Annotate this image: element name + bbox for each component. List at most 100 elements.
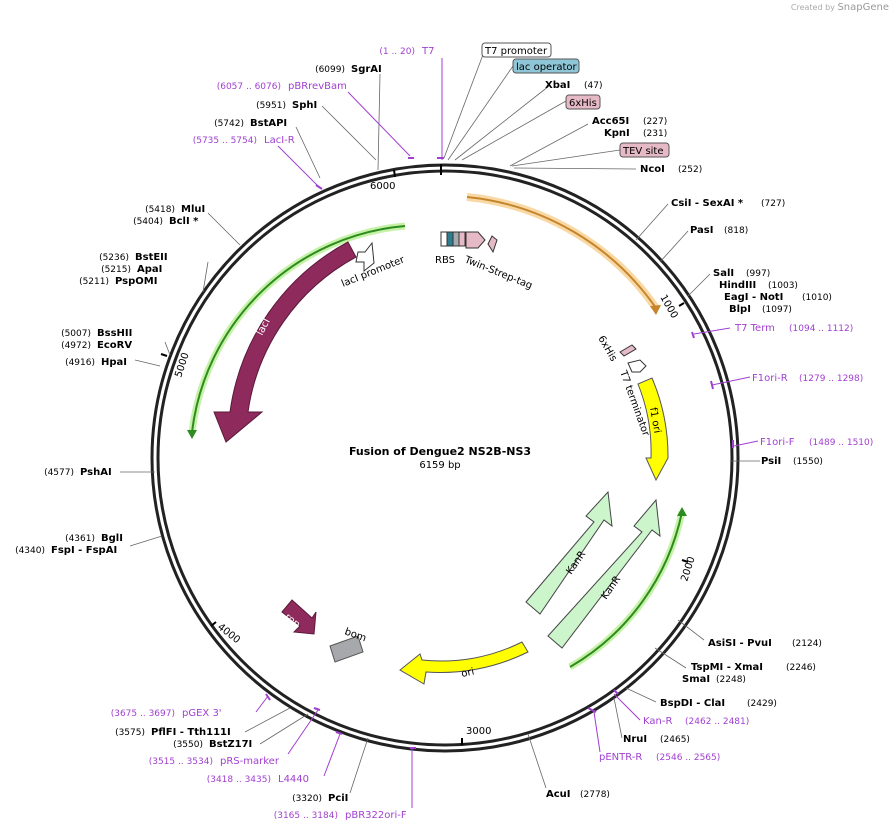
enzyme-pos-bsteii: (5236) <box>99 253 129 263</box>
rbs-mark <box>452 231 460 247</box>
enzyme-pos-sgrai: (6099) <box>315 65 345 75</box>
enzyme-leaders <box>120 51 760 794</box>
primer-l4440: L4440 <box>278 774 309 785</box>
bom-feature <box>329 635 364 663</box>
box-label-tev-site: TEV site <box>622 146 664 157</box>
enzyme-ecorv: EcoRV <box>97 340 132 351</box>
enzyme-bsshii: BssHII <box>97 328 132 339</box>
enzyme-bspdi: BspDI - ClaI <box>660 698 725 709</box>
snapgene-brand: Created by SnapGene <box>791 2 889 13</box>
enzyme-hindiii: HindIII <box>719 280 756 291</box>
enzyme-pos-pshai: (4577) <box>44 468 74 478</box>
kanr-feature-1 <box>525 490 613 615</box>
enzyme-pspomi: PspOMI <box>115 276 157 287</box>
tev-mark <box>487 235 498 254</box>
enzyme-pcii: PciI <box>328 793 348 804</box>
tick-label-6000: 6000 <box>370 181 395 192</box>
lac-promoter-feature <box>355 241 375 273</box>
box-tev-site <box>619 142 670 158</box>
his-feature-right <box>619 344 637 357</box>
orf-arc-head <box>650 305 661 315</box>
primer-pos-t7-term: (1094 .. 1112) <box>789 324 853 334</box>
enzyme-pos-pasi: (818) <box>724 226 748 236</box>
enzyme-pos-pspomi: (5211) <box>79 277 109 287</box>
enzyme-pos-eagi: (1010) <box>802 293 832 303</box>
enzyme-bstz17i: BstZ17I <box>209 739 252 750</box>
enzyme-labels-right: XbaI (47) Acc65I (227) KpnI (231) NcoI (… <box>545 80 832 800</box>
enzyme-acui: AcuI <box>546 789 571 800</box>
enzyme-smai: SmaI <box>682 674 710 685</box>
enzyme-labels-left: (6099) SgrAI (5951) SphI (5742) BstAPI (… <box>15 64 382 804</box>
enzyme-pos-sali: (997) <box>746 269 770 279</box>
enzyme-apai: ApaI <box>137 264 162 275</box>
enzyme-pos-bgli: (4361) <box>65 534 95 544</box>
enzyme-pasi: PasI <box>690 225 713 236</box>
enzyme-psii: PsiI <box>761 456 781 467</box>
enzyme-pflfi: PflFI - Tth111I <box>151 727 231 738</box>
enzyme-pos-psii: (1550) <box>793 457 823 467</box>
enzyme-mlui: MluI <box>181 204 205 215</box>
laci-promoter-region-head <box>187 430 197 439</box>
enzyme-csii: CsiI - SexAI * <box>671 198 744 209</box>
enzyme-pos-nrui: (2465) <box>660 735 690 745</box>
enzyme-asisi: AsiSI - PvuI <box>708 638 772 649</box>
orf-arc <box>466 196 657 309</box>
primer-pbrrevbam: pBRrevBam <box>288 81 347 92</box>
primer-pos-pgex: (3675 .. 3697) <box>111 709 175 719</box>
enzyme-sali: SalI <box>713 268 734 279</box>
kanr-region-head <box>677 507 687 516</box>
primer-labels: (1 .. 20) T7 (6057 .. 6076) pBRrevBam (5… <box>111 46 874 821</box>
ori-feature <box>399 641 529 685</box>
enzyme-sgrai: SgrAI <box>351 64 382 75</box>
orf-arc-glow <box>466 193 660 311</box>
box-6xhis <box>565 94 601 110</box>
his-mark-top <box>458 231 466 247</box>
his-label-right: 6xHis <box>595 334 618 364</box>
tick-label-2000: 2000 <box>679 555 697 583</box>
t7-promoter-mark <box>440 231 448 247</box>
tick-label-3000: 3000 <box>466 726 491 737</box>
primer-pos-f1ori-f: (1489 .. 1510) <box>809 438 873 448</box>
enzyme-xbai: XbaI <box>545 80 570 91</box>
enzyme-pos-apai: (5215) <box>101 265 131 275</box>
enzyme-pos-pcii: (3320) <box>292 794 322 804</box>
box-t7-promoter <box>481 42 552 58</box>
enzyme-sphi: SphI <box>292 100 317 111</box>
primer-marks <box>265 157 734 749</box>
primer-pos-prs-marker: (3515 .. 3534) <box>149 757 213 767</box>
plasmid-name: Fusion of Dengue2 NS2B-NS3 <box>349 445 531 458</box>
enzyme-pos-pflfi: (3575) <box>115 728 145 738</box>
enzyme-pos-kpni: (231) <box>643 129 667 139</box>
enzyme-acc65i: Acc65I <box>592 116 629 127</box>
enzyme-kpni: KpnI <box>604 128 630 139</box>
rop-feature <box>281 599 317 635</box>
enzyme-pos-tspmi: (2246) <box>786 663 816 673</box>
enzyme-eagi: EagI - NotI <box>724 292 783 303</box>
enzyme-bstapi: BstAPI <box>250 118 287 129</box>
kanr-feature-2 <box>547 498 661 649</box>
enzyme-tspmi: TspMI - XmaI <box>691 662 763 673</box>
primer-pbr322ori-f: pBR322ori-F <box>345 810 407 821</box>
enzyme-pos-bsshii: (5007) <box>61 329 91 339</box>
enzyme-fspi: FspI - FspAI <box>51 545 117 556</box>
enzyme-pos-ncoi: (252) <box>678 165 702 175</box>
brand-prefix: Created by <box>790 3 835 12</box>
plasmid-size: 6159 bp <box>419 460 460 471</box>
enzyme-pos-ecorv: (4972) <box>61 341 91 351</box>
twin-strep-label: Twin-Strep-tag <box>462 254 534 292</box>
primer-pos-f1ori-r: (1279 .. 1298) <box>799 374 863 384</box>
enzyme-pos-hindiii: (1003) <box>768 281 798 291</box>
primer-pos-laci-r: (5735 .. 5754) <box>193 136 257 146</box>
primer-f1ori-f: F1ori-F <box>760 437 795 448</box>
enzyme-pos-bstapi: (5742) <box>214 119 244 129</box>
enzyme-pos-acui: (2778) <box>580 790 610 800</box>
f1-ori-feature <box>637 377 669 482</box>
enzyme-pos-csii: (727) <box>761 199 785 209</box>
primer-f1ori-r: F1ori-R <box>752 373 788 384</box>
backbone-outer <box>150 163 740 753</box>
backbone-inner <box>156 169 734 747</box>
enzyme-nrui: NruI <box>623 734 647 745</box>
primer-pos-pbrrevbam: (6057 .. 6076) <box>217 82 281 92</box>
enzyme-bgli: BglI <box>101 533 123 544</box>
